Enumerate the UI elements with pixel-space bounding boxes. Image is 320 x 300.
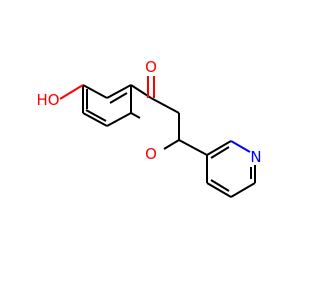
pyridine-ring	[206, 140, 256, 198]
molecule-structure: O O HO N	[36, 58, 262, 198]
hydroxyl-label: HO	[36, 91, 59, 109]
hydroxyl-bond	[59, 84, 84, 100]
carbonyl-oxygen-label: O	[145, 58, 157, 76]
carbonyl-bond	[147, 76, 155, 98]
aryl-link-bond	[178, 139, 208, 156]
pyridine-nitrogen-label: N	[250, 148, 261, 166]
benzene-ring	[82, 84, 132, 127]
ring-oxygen-label: O	[145, 145, 157, 163]
